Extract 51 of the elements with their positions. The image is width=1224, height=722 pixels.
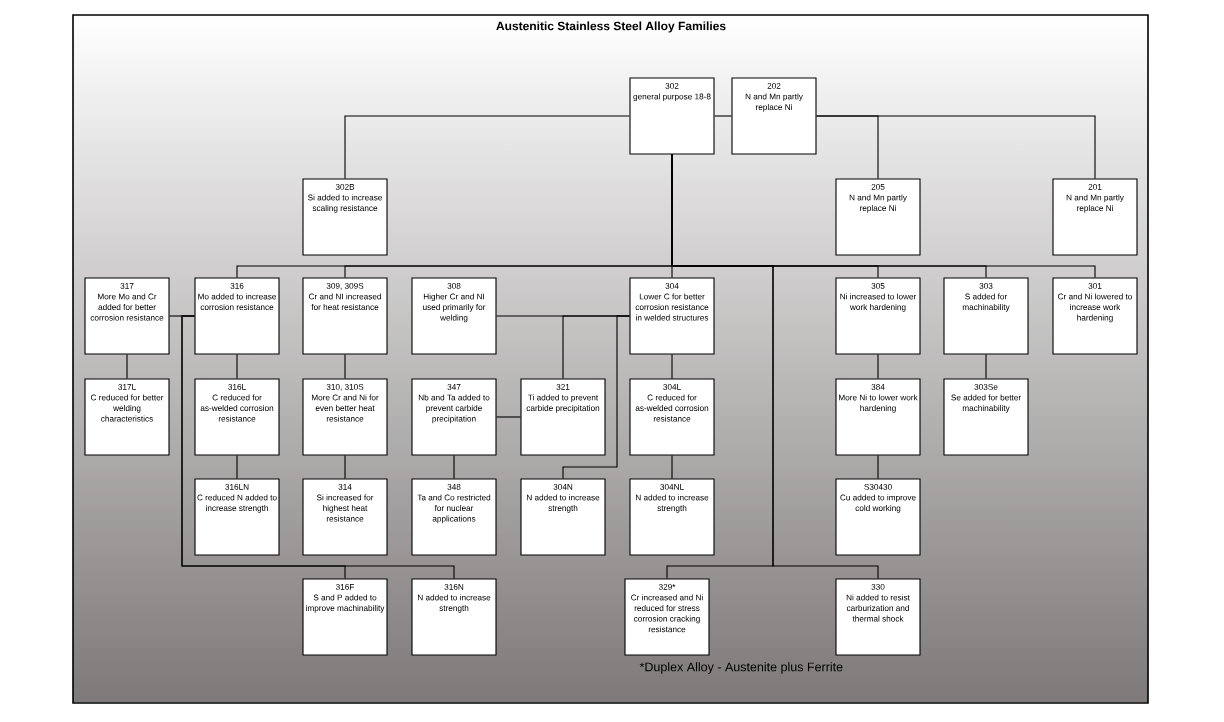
alloy-box: 316LN C reduced N added to increase strength — [194, 478, 280, 556]
alloy-box: 201 N and Mn partly replace Ni — [1052, 178, 1138, 256]
alloy-box: 301 Cr and Ni lowered to increase work hardening — [1052, 277, 1138, 355]
alloy-box: 302B Si added to increase scaling resistance — [302, 178, 388, 256]
connector-line — [181, 315, 455, 579]
alloy-box: 316F S and P added to improve machinability — [302, 578, 388, 656]
alloy-box: 304NL N added to increase strength — [629, 478, 715, 556]
connector-line — [671, 455, 673, 479]
alloy-box: 384 More Ni to lower work hardening — [835, 378, 921, 456]
connector-line — [562, 315, 630, 479]
connector-line — [344, 115, 630, 179]
alloy-box: 314 Si increased for highest heat resistance — [302, 478, 388, 556]
alloy-box: 310, 310S More Cr and Ni for even better heat resistance — [302, 378, 388, 456]
alloy-box: 304L C reduced for as-welded corrosion resistance — [629, 378, 715, 456]
alloy-box: 305 Ni increased to lower work hardening — [835, 277, 921, 355]
connector-line — [126, 354, 128, 379]
connector-line — [236, 455, 238, 479]
connector-line — [877, 354, 879, 379]
title: Austenitic Stainless Steel Alloy Families — [496, 21, 726, 33]
connector-line — [236, 354, 238, 379]
alloy-box: 205 N and Mn partly replace Ni — [835, 178, 921, 256]
alloy-box: 317 More Mo and Cr added for better corrosion resistance — [84, 277, 170, 355]
alloy-box: 303Se Se added for better machinability — [943, 378, 1029, 456]
alloy-box: 303 S added for machinability — [943, 277, 1029, 355]
connector-line — [714, 115, 732, 117]
alloy-box: 329* Cr increased and Ni reduced for stress corrosion cracking resistance — [624, 578, 710, 656]
alloy-box: 316 Mo added to increase corrosion resistance — [194, 277, 280, 355]
alloy-box: 304N N added to increase strength — [520, 478, 606, 556]
connector-line — [671, 354, 673, 379]
connector-line — [877, 455, 879, 479]
alloy-box: 321 Ti added to prevent carbide precipitation — [520, 378, 606, 456]
connector-line — [496, 416, 521, 418]
alloy-box: S30430 Cu added to improve cold working — [835, 478, 921, 556]
footnote: *Duplex Alloy - Austenite plus Ferrite — [639, 662, 843, 674]
connector-line — [671, 154, 879, 579]
connector-line — [344, 455, 346, 479]
connector-line — [344, 354, 346, 379]
alloy-box: 309, 309S Cr and NI increased for heat resistance — [302, 277, 388, 355]
alloy-box: 316N N added to increase strength — [411, 578, 497, 656]
alloy-box: 202 N and Mn partly replace Ni — [731, 77, 817, 155]
alloy-box: 316L C reduced for as-welded corrosion resistance — [194, 378, 280, 456]
alloy-box: 308 Higher Cr and NI used primarily for welding — [411, 277, 497, 355]
alloy-box: 304 Lower C for better corrosion resistance in welded structures — [629, 277, 715, 355]
alloy-box: 348 Ta and Co restricted for nuclear applications — [411, 478, 497, 556]
alloy-box: 302 general purpose 18-8 — [629, 77, 715, 155]
connector-line — [816, 115, 1096, 179]
connector-line — [985, 354, 987, 379]
connector-line — [453, 455, 455, 479]
alloy-box: 317L C reduced for better welding characteristics — [84, 378, 170, 456]
alloy-box: 347 Nb and Ta added to prevent carbide precipitation — [411, 378, 497, 456]
alloy-box: 330 Ni added to resist carburization and thermal shock — [835, 578, 921, 656]
